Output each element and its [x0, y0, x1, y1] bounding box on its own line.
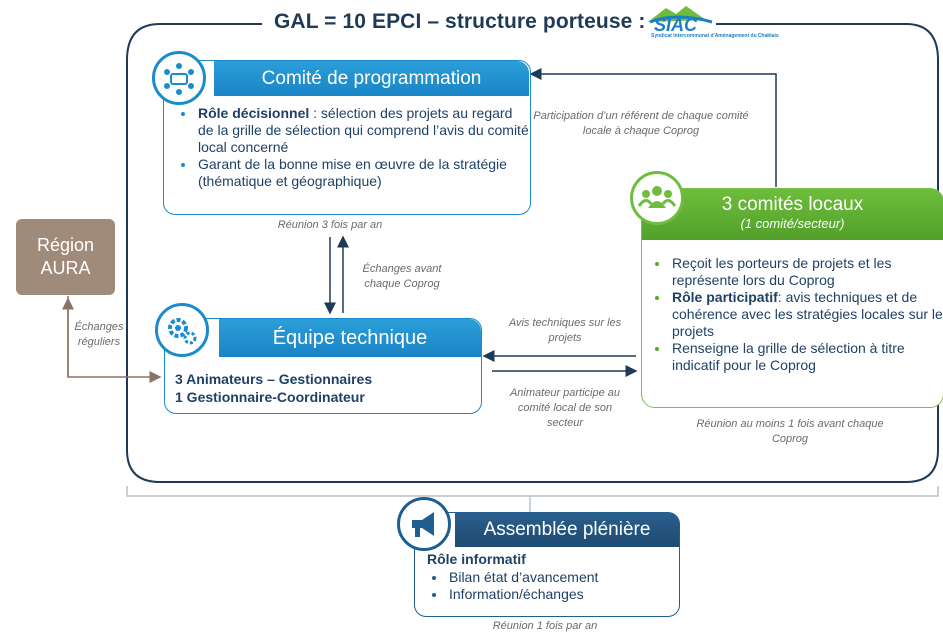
- siac-logo: SIAC Syndicat Intercommunal d'Aménagemen…: [646, 2, 779, 46]
- participation-note: Participation d’un référent de chaque co…: [533, 110, 749, 137]
- list-item: Rôle décisionnel : sélection des projets…: [196, 105, 531, 156]
- echanges-coprog-note: Échanges avant chaque Coprog: [362, 263, 442, 290]
- group-icon: [630, 171, 684, 225]
- logo-brand: SIAC: [654, 15, 698, 35]
- list-item: Renseigne la grille de sélection à titre…: [670, 340, 943, 374]
- meeting-icon: [152, 51, 206, 105]
- equipe-line1: 3 Animateurs – Gestionnaires: [175, 371, 373, 387]
- equipe-technique-members: 3 Animateurs – Gestionnaires 1 Gestionna…: [175, 370, 372, 406]
- megaphone-icon: [397, 497, 451, 551]
- assemblee-role: Rôle informatif: [427, 551, 526, 567]
- comites-locaux-header: 3 comités locaux (1 comité/secteur): [642, 189, 943, 240]
- comite-programmation-note: Réunion 3 fois par an: [277, 219, 383, 231]
- region-line1: Région: [36, 235, 95, 255]
- region-aura-box: Région AURA: [16, 219, 115, 295]
- equipe-line2: 1 Gestionnaire-Coordinateur: [175, 389, 365, 405]
- list-item: Rôle participatif: avis techniques et de…: [670, 289, 943, 340]
- assemblee-bracket: [126, 486, 939, 512]
- comite-programmation-box: Comité de programmation Rôle décisionnel…: [152, 51, 531, 215]
- echanges-reguliers-note: Échanges réguliers: [74, 321, 124, 348]
- page-title: GAL = 10 EPCI – structure porteuse :: [268, 10, 652, 34]
- comite-programmation-title: Comité de programmation: [214, 61, 529, 96]
- logo-tagline: Syndicat Intercommunal d'Aménagement du …: [651, 33, 779, 39]
- comites-locaux-list: Reçoit les porteurs de projets et les re…: [652, 255, 943, 374]
- comites-locaux-box: 3 comités locaux (1 comité/secteur) Reço…: [630, 171, 943, 408]
- comites-locaux-note: Réunion au moins 1 fois avant chaque Cop…: [696, 418, 884, 445]
- animateur-note: Animateur participe au comité local de s…: [509, 387, 621, 429]
- region-line2: AURA: [40, 258, 91, 278]
- equipe-technique-title: Équipe technique: [219, 319, 481, 357]
- list-item: Reçoit les porteurs de projets et les re…: [670, 255, 943, 289]
- comites-locaux-subtitle: (1 comité/secteur): [740, 216, 845, 231]
- list-item: Garant de la bonne mise en œuvre de la s…: [196, 156, 531, 190]
- equipe-technique-box: Équipe technique 3 Animateurs – Gestionn…: [155, 303, 482, 414]
- assemblee-note: Réunion 1 fois par an: [492, 620, 598, 632]
- assemblee-list: Bilan état d’avancement Information/écha…: [429, 569, 687, 603]
- comites-locaux-title: 3 comités locaux: [721, 194, 864, 215]
- list-item: Bilan état d’avancement: [447, 569, 687, 586]
- comite-programmation-list: Rôle décisionnel : sélection des projets…: [178, 105, 531, 190]
- gears-icon: [155, 303, 209, 357]
- participation-arrow: [529, 68, 777, 187]
- assemblee-pleniere-box: Assemblée plénière Rôle informatif Bilan…: [397, 497, 680, 617]
- assemblee-pleniere-title: Assemblée plénière: [455, 513, 679, 547]
- epci-container: [126, 23, 939, 483]
- list-item: Information/échanges: [447, 586, 687, 603]
- avis-techniques-note: Avis techniques sur les projets: [508, 317, 622, 344]
